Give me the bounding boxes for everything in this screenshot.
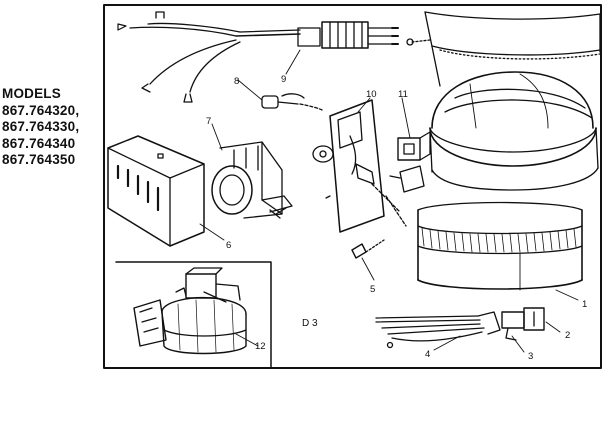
louvered-cover (107, 135, 205, 247)
drum-switch (385, 131, 431, 227)
inset-frame (115, 261, 272, 368)
callout-9: 9 (281, 74, 286, 85)
model-number: 867.764330, (2, 119, 80, 134)
callout-labels: 1 2 3 4 5 6 7 8 9 10 11 12 D 3 (206, 74, 587, 362)
figure-code: D 3 (302, 318, 318, 329)
diagram-frame (103, 4, 602, 369)
model-number: 867.764320, (2, 102, 80, 118)
leader-lines (199, 49, 579, 353)
drum-assembly (417, 11, 601, 291)
mounting-bracket (312, 99, 401, 233)
inset-detail (133, 267, 247, 355)
model-number: 867.764350 (2, 152, 76, 167)
callout-11: 11 (398, 89, 408, 100)
model-number: 867.764340 (2, 135, 76, 151)
callout-12: 12 (255, 341, 266, 352)
callout-10: 10 (366, 89, 377, 100)
callout-7: 7 (206, 116, 211, 127)
fitting (261, 93, 323, 111)
motor-unit (211, 141, 293, 219)
callout-2: 2 (565, 330, 570, 341)
callout-4: 4 (425, 349, 430, 360)
callout-8: 8 (234, 76, 239, 87)
callout-6: 6 (226, 240, 231, 251)
switch-leads (375, 307, 545, 349)
callout-3: 3 (528, 351, 533, 362)
wiring-harness (117, 11, 431, 103)
models-list: MODELS 867.764320, 867.764330, 867.76434… (2, 86, 79, 169)
models-heading: MODELS (2, 86, 61, 101)
callout-5: 5 (370, 284, 375, 295)
clip (351, 239, 385, 259)
callout-1: 1 (582, 299, 587, 310)
